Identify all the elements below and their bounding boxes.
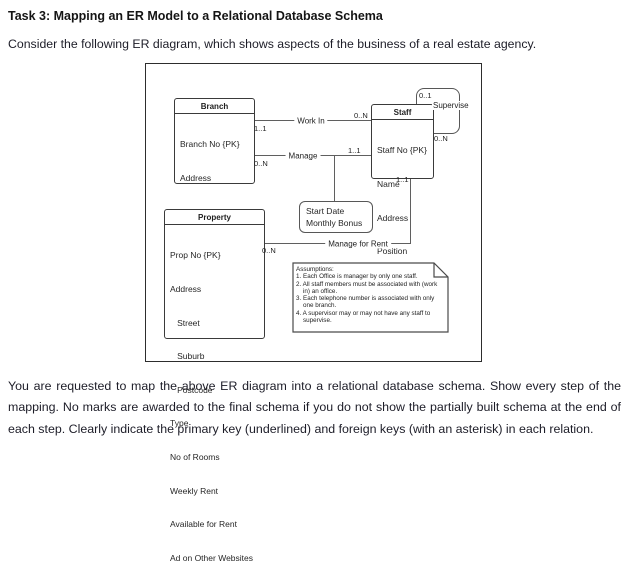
assumption-item: 1. Each Office is manager by only one st… — [296, 273, 418, 281]
attribute-line: Weekly Rent — [170, 485, 219, 496]
attribute-line: Available for Rent — [170, 519, 237, 530]
assumptions-note: Assumptions: 1. Each Office is manager b… — [292, 262, 449, 333]
attribute-line: Address — [170, 284, 202, 295]
attribute-line: Staff No {PK} — [377, 145, 427, 156]
supervise-supervisor-cardinality: 0..1 — [419, 91, 432, 100]
assumption-item: 3. Each telephone number is associated w… — [296, 295, 435, 310]
entity-branch-title: Branch — [175, 99, 254, 114]
attribute-line: Suburb — [170, 351, 205, 362]
entity-staff: Staff Staff No {PK} Name Address Positio… — [371, 104, 434, 290]
work-in-branch-cardinality: 1..1 — [254, 124, 267, 133]
attribute-line: Postcode — [170, 384, 213, 395]
manage-branch-cardinality: 0..N — [254, 159, 268, 168]
work-in-staff-cardinality: 0..N — [354, 111, 368, 120]
supervise-label: Supervise — [432, 101, 470, 110]
attribute-line: Ad on Other Websites — [170, 552, 253, 563]
entity-branch: Branch Branch No {PK} Address Street Sub… — [174, 98, 255, 317]
relationship-attribute-line: Start Date — [306, 206, 345, 216]
staff-manage-for-rent-connector — [410, 178, 412, 243]
assumption-item: 2. All staff members must be associated … — [296, 280, 438, 295]
attribute-line: Position — [377, 246, 408, 257]
manage-staff-cardinality: 1..1 — [348, 146, 361, 155]
manage-attributes-box: Start Date Monthly Bonus — [299, 201, 373, 233]
entity-property-attributes: Prop No {PK} Address Street Suburb Postc… — [165, 225, 264, 587]
note-folded-corner-shape — [292, 262, 449, 333]
entity-staff-title: Staff — [372, 105, 433, 120]
attribute-line: Prop No {PK} — [170, 250, 221, 261]
instructions-paragraph: You are requested to map the above ER di… — [8, 379, 621, 436]
intro-paragraph: Consider the following ER diagram, which… — [8, 37, 537, 51]
attribute-line: Name — [377, 179, 400, 190]
assumption-item: 4. A supervisor may or may not have any … — [296, 309, 431, 325]
attribute-line: Address — [377, 212, 409, 223]
manage-for-rent-staff-cardinality: 1..1 — [396, 175, 409, 184]
attribute-line: Branch No {PK} — [180, 139, 240, 150]
manage-for-rent-label: Manage for Rent — [325, 239, 391, 249]
relationship-attribute-line: Monthly Bonus — [306, 217, 363, 228]
work-in-label: Work In — [294, 116, 328, 126]
manage-label: Manage — [285, 151, 321, 161]
task-title: Task 3: Mapping an ER Model to a Relatio… — [8, 9, 383, 23]
assumptions-text: Assumptions: 1. Each Office is manager b… — [296, 266, 444, 324]
attribute-line: Street — [170, 317, 200, 328]
manage-attribute-connector — [334, 155, 336, 201]
attribute-line: Type — [170, 418, 189, 429]
attribute-line: Address — [180, 173, 212, 184]
assumptions-heading: Assumptions: — [296, 266, 334, 273]
entity-property: Property Prop No {PK} Address Street Sub… — [164, 209, 265, 563]
er-diagram: Branch Branch No {PK} Address Street Sub… — [145, 63, 482, 563]
attribute-line: No of Rooms — [170, 452, 220, 463]
entity-property-title: Property — [165, 210, 264, 225]
manage-for-rent-property-cardinality: 0..N — [262, 246, 276, 255]
supervise-supervisee-cardinality: 0..N — [434, 134, 448, 143]
